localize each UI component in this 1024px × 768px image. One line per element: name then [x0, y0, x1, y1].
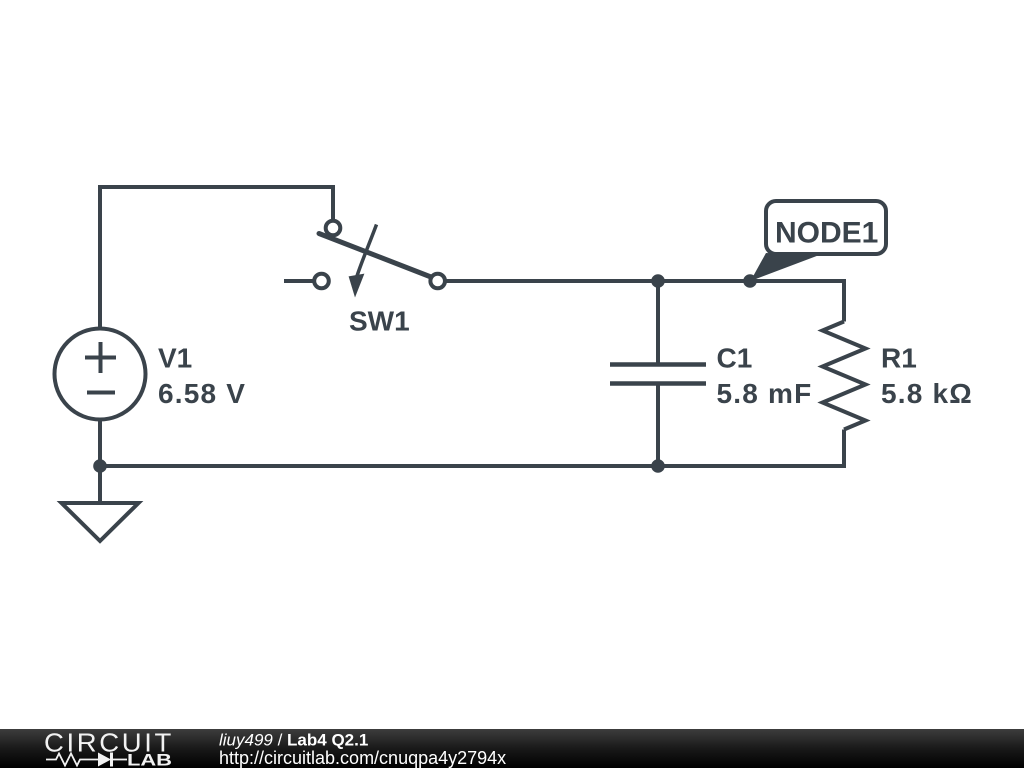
svg-text:C1: C1 [717, 343, 753, 374]
svg-text:6.58 V: 6.58 V [158, 378, 246, 409]
svg-text:5.8 mF: 5.8 mF [717, 378, 813, 409]
svg-text:R1: R1 [881, 343, 917, 374]
svg-text:liuy499 / Lab4 Q2.1: liuy499 / Lab4 Q2.1 [219, 730, 368, 749]
svg-text:NODE1: NODE1 [775, 217, 878, 250]
svg-text:LAB: LAB [127, 751, 172, 768]
svg-text:5.8 kΩ: 5.8 kΩ [881, 378, 973, 409]
svg-text:V1: V1 [158, 343, 192, 374]
svg-text:CIRCUIT: CIRCUIT [44, 728, 174, 758]
svg-text:http://circuitlab.com/cnuqpa4y: http://circuitlab.com/cnuqpa4y2794x [219, 748, 506, 768]
svg-text:SW1: SW1 [349, 306, 410, 337]
